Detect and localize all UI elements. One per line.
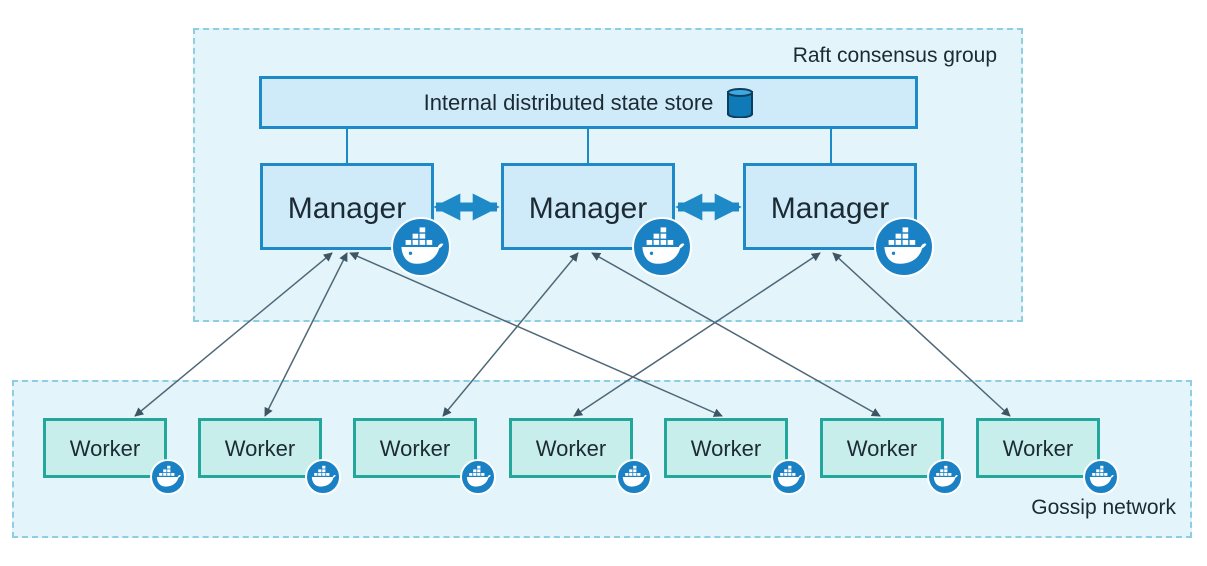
worker-label: Worker xyxy=(846,436,918,461)
worker-label: Worker xyxy=(379,436,451,461)
manager-label: Manager xyxy=(770,192,890,225)
worker-node: Worker xyxy=(820,418,963,495)
docker-whale-icon xyxy=(150,459,186,495)
docker-whale-icon xyxy=(927,459,963,495)
docker-whale-icon xyxy=(391,217,451,277)
worker-label: Worker xyxy=(535,436,607,461)
docker-whale-icon xyxy=(632,217,692,277)
manager-node: Manager xyxy=(501,163,692,277)
docker-whale-icon xyxy=(874,217,934,277)
worker-label: Worker xyxy=(224,436,296,461)
raft-group-label: Raft consensus group xyxy=(792,44,997,67)
worker-node: Worker xyxy=(353,418,496,495)
docker-whale-icon xyxy=(305,459,341,495)
manager-label: Manager xyxy=(287,192,407,225)
worker-node: Worker xyxy=(509,418,652,495)
worker-node: Worker xyxy=(198,418,341,495)
worker-manager-arrow xyxy=(591,252,881,417)
worker-label: Worker xyxy=(690,436,762,461)
manager-node: Manager xyxy=(743,163,934,277)
state-store-label: Internal distributed state store xyxy=(423,89,714,115)
manager-label: Manager xyxy=(528,192,648,225)
docker-whale-icon xyxy=(616,459,652,495)
docker-whale-icon xyxy=(771,459,807,495)
worker-node: Worker xyxy=(664,418,807,495)
worker-manager-arrow xyxy=(832,252,1011,417)
docker-whale-icon xyxy=(1083,459,1119,495)
worker-manager-arrow xyxy=(134,252,333,417)
worker-manager-arrow xyxy=(264,252,348,417)
docker-whale-icon xyxy=(460,459,496,495)
worker-manager-arrow xyxy=(349,252,723,417)
state-store-box: Internal distributed state store xyxy=(259,76,918,129)
worker-label: Worker xyxy=(69,436,141,461)
worker-manager-arrow xyxy=(442,252,579,417)
gossip-group-label: Gossip network xyxy=(1031,496,1176,519)
worker-node: Worker xyxy=(43,418,186,495)
worker-label: Worker xyxy=(1002,436,1074,461)
worker-manager-arrow xyxy=(573,252,821,417)
worker-node: Worker xyxy=(976,418,1119,495)
manager-node: Manager xyxy=(260,163,451,277)
database-icon xyxy=(727,87,754,118)
